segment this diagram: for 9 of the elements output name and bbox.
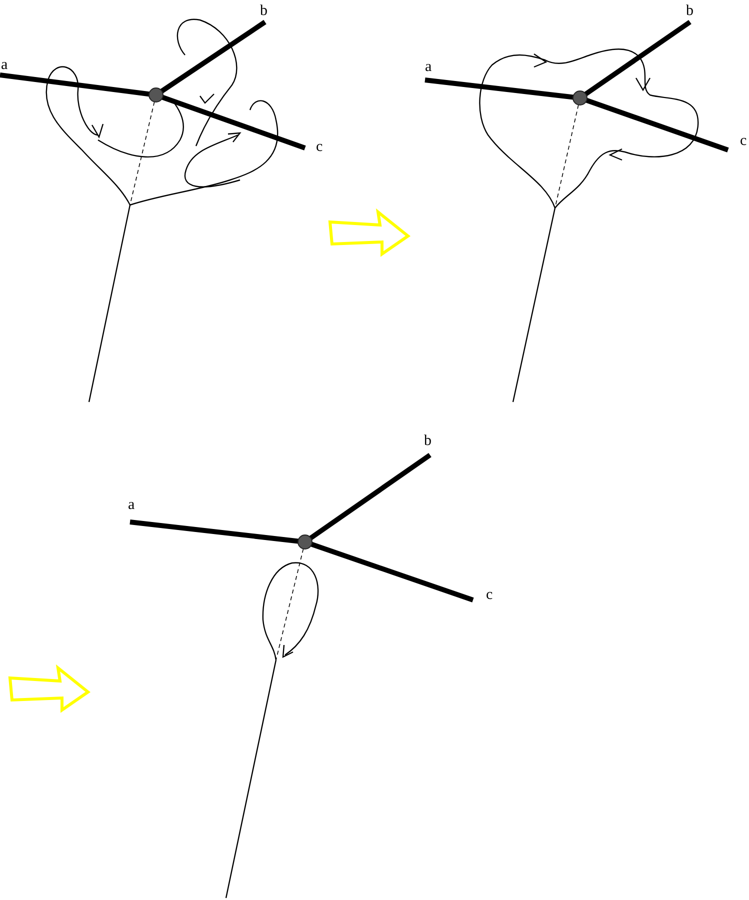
vertex-label: b: [424, 434, 432, 449]
vertex-label: c: [486, 588, 493, 603]
vertex-label: a: [128, 498, 135, 513]
vertex-label: a: [1, 58, 8, 73]
vertex-label: a: [425, 60, 432, 75]
vertex-label: c: [740, 134, 747, 149]
vertex-label: b: [260, 4, 268, 19]
vertex-label: b: [686, 4, 694, 19]
vertex-label: c: [316, 140, 323, 155]
